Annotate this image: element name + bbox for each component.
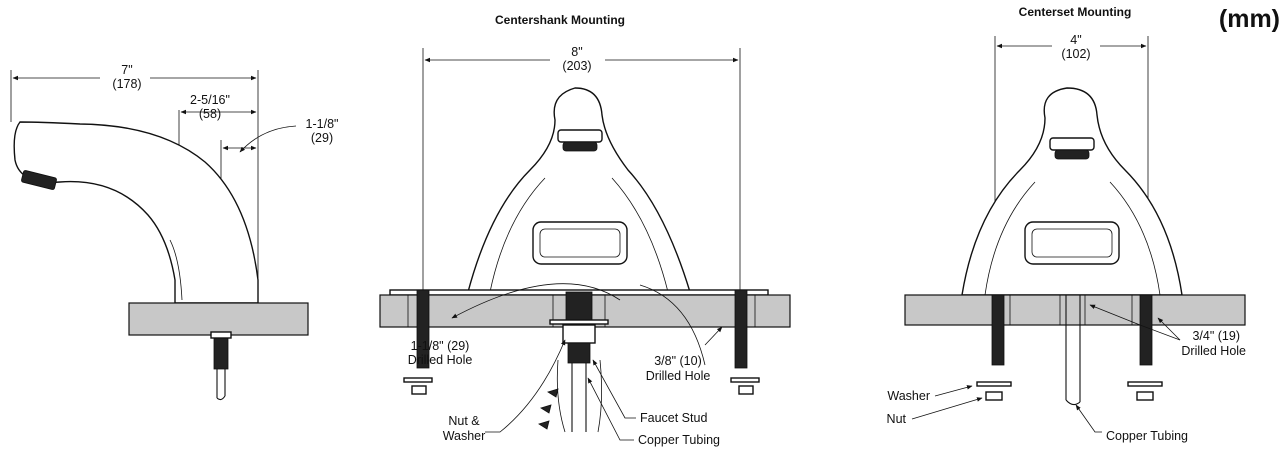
cs-sensor-inner bbox=[539, 228, 621, 258]
cs-stud-threads bbox=[567, 342, 591, 364]
cs-leader-drilled-hole-large bbox=[451, 283, 621, 319]
cs-faucet-stud bbox=[565, 291, 593, 325]
side-aerator bbox=[21, 170, 57, 190]
cs-sensor-cables bbox=[556, 359, 602, 433]
centerset-view: Centerset Mounting 4" (102) bbox=[887, 5, 1246, 443]
ct-tubing-end bbox=[1065, 399, 1081, 406]
cs-stud-left bbox=[416, 289, 430, 369]
side-threaded-shank bbox=[213, 334, 229, 370]
cs-drilled-small-line2: Drilled Hole bbox=[646, 369, 711, 383]
cs-nut-left bbox=[411, 385, 427, 395]
ct-leader-washer bbox=[934, 385, 973, 397]
ct-drilled-line2: Drilled Hole bbox=[1181, 344, 1246, 358]
cs-faucet-contours bbox=[489, 177, 669, 293]
ct-nut-right bbox=[1136, 391, 1154, 401]
cs-washer-right bbox=[730, 377, 760, 383]
ct-copper-tubing-label: Copper Tubing bbox=[1106, 429, 1188, 443]
ct-countertop bbox=[904, 294, 1246, 326]
ct-width-inches: 4" bbox=[1070, 33, 1081, 47]
ct-washer-label: Washer bbox=[887, 389, 930, 403]
ct-width-mm: (102) bbox=[1061, 47, 1090, 61]
ct-washer-left bbox=[976, 381, 1012, 387]
ct-faucet-body bbox=[961, 87, 1183, 296]
side-view: 7" (178) 2-5/16" (58) 1-1/8" (29) bbox=[10, 63, 339, 401]
ct-leader-nut bbox=[911, 397, 983, 420]
ct-stud-right bbox=[1139, 294, 1153, 366]
cs-stud-right bbox=[734, 289, 748, 369]
shank-leader-arrow bbox=[239, 125, 297, 153]
side-shank-nut bbox=[210, 331, 232, 339]
centershank-view: Centershank Mounting 8" (203) bbox=[379, 13, 791, 447]
side-countertop bbox=[128, 302, 309, 336]
cs-width-inches: 8" bbox=[571, 45, 582, 59]
cs-leader-copper-tubing bbox=[587, 377, 634, 441]
ct-stud-left bbox=[991, 294, 1005, 366]
cs-drilled-large-line2: Drilled Hole bbox=[408, 353, 473, 367]
spout-dim-mm: (58) bbox=[199, 107, 221, 121]
cs-aerator-ring bbox=[557, 129, 603, 143]
ct-leader-drilled-b bbox=[1089, 304, 1181, 341]
centershank-title: Centershank Mounting bbox=[495, 13, 625, 27]
cs-leader-drilled-small-b bbox=[704, 326, 723, 346]
side-supply-tube-end bbox=[216, 395, 226, 401]
side-faucet-contour bbox=[169, 239, 183, 301]
ct-aerator bbox=[1054, 149, 1090, 160]
side-faucet-body bbox=[13, 121, 259, 304]
shank-dim-inches: 1-1/8" bbox=[306, 117, 339, 131]
cs-leader-nut-washer bbox=[485, 339, 566, 433]
cs-nut-washer-line2: Washer bbox=[443, 429, 486, 443]
ct-sensor-inner bbox=[1031, 228, 1113, 258]
cs-aerator bbox=[562, 141, 598, 152]
cs-faucet-stud-label: Faucet Stud bbox=[640, 411, 707, 425]
cs-cable-connectors bbox=[538, 388, 559, 430]
spout-dim-inches: 2-5/16" bbox=[190, 93, 230, 107]
cs-drilled-small-line1: 3/8" (10) bbox=[654, 354, 702, 368]
ct-faucet-contours bbox=[984, 181, 1161, 296]
unit-label: (mm) bbox=[1219, 5, 1280, 33]
cs-leader-faucet-stud bbox=[592, 359, 636, 419]
overall-dim-inches: 7" bbox=[121, 63, 132, 77]
ct-nut-left bbox=[985, 391, 1003, 401]
shank-dim-mm: (29) bbox=[311, 131, 333, 145]
cs-drilled-large-line1: 1-1/8" (29) bbox=[411, 339, 470, 353]
ct-washer-right bbox=[1127, 381, 1163, 387]
centerset-title: Centerset Mounting bbox=[1019, 5, 1132, 19]
cs-washer-left bbox=[403, 377, 433, 383]
ct-leader-copper-tubing bbox=[1075, 404, 1102, 433]
cs-center-nut bbox=[562, 324, 596, 344]
ct-sensor-window bbox=[1024, 221, 1120, 265]
cs-nut-washer-line1: Nut & bbox=[448, 414, 480, 428]
ct-drilled-line1: 3/4" (19) bbox=[1192, 329, 1240, 343]
cs-sensor-window bbox=[532, 221, 628, 265]
ct-nut-label: Nut bbox=[887, 412, 907, 426]
ct-aerator-ring bbox=[1049, 137, 1095, 151]
cs-width-mm: (203) bbox=[562, 59, 591, 73]
ct-leader-drilled-a bbox=[1157, 317, 1181, 341]
cs-copper-tubing-label: Copper Tubing bbox=[638, 433, 720, 447]
cs-nut-right bbox=[738, 385, 754, 395]
cs-faucet-body bbox=[467, 87, 691, 293]
cs-leader-drilled-small-a bbox=[639, 284, 706, 366]
cs-center-washer bbox=[549, 319, 609, 325]
overall-dim-mm: (178) bbox=[112, 77, 141, 91]
